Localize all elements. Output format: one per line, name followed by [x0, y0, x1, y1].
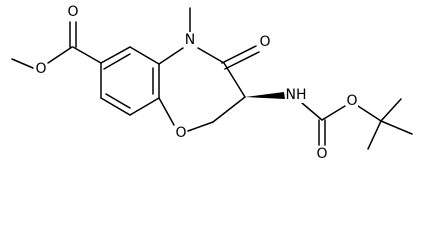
bond-o-tbutyl [357, 105, 382, 122]
atom-o-ring: O [175, 125, 186, 141]
bond-carbonyl-stereo-c [223, 62, 246, 98]
atom-o-ester-carbonyl: O [67, 4, 78, 20]
atom-o-ester-ether: O [35, 61, 46, 77]
bond-o-ring-c [158, 97, 175, 126]
bond-stereo-c-ch2 [212, 96, 246, 123]
molecule-structure: O O N O NH O O O [11, 4, 413, 162]
bond-ester-methyl [11, 58, 34, 69]
bond-tbutyl-methyl-3 [380, 98, 402, 122]
bond-tbutyl-methyl-2 [380, 120, 413, 135]
bond-aromatic-5-inner [105, 93, 131, 109]
bond-aromatic-1-inner [103, 53, 131, 70]
atom-o-carbamate-carbonyl: O [316, 146, 327, 162]
bond-aromatic-2 [129, 46, 160, 65]
bond-ketone-1 [221, 45, 257, 64]
atom-n-ring: N [185, 32, 195, 48]
bonds [11, 7, 413, 150]
bond-ch2-o [187, 121, 214, 132]
atom-o-carbamate-ether: O [346, 93, 357, 109]
bond-tbutyl-methyl-1 [367, 120, 382, 150]
bond-aromatic-5 [100, 97, 131, 116]
bond-aromatic-1 [100, 46, 131, 64]
bond-ring-c-n [158, 47, 184, 65]
atom-labels: O O N O NH O O O [35, 4, 358, 162]
bond-n-carbonyl [197, 47, 225, 64]
atom-o-ketone: O [259, 34, 270, 50]
stereo-wedge-bond [245, 92, 285, 99]
bond-aromatic-4 [129, 97, 160, 116]
bond-carbamate-c-o [321, 105, 346, 121]
bond-ester-o-c [47, 46, 73, 64]
atom-nh-amine: NH [286, 87, 307, 103]
bond-nh-carbamate-c [301, 102, 323, 121]
bond-ketone-2 [224, 51, 260, 70]
bond-ester-to-ring [72, 46, 102, 64]
